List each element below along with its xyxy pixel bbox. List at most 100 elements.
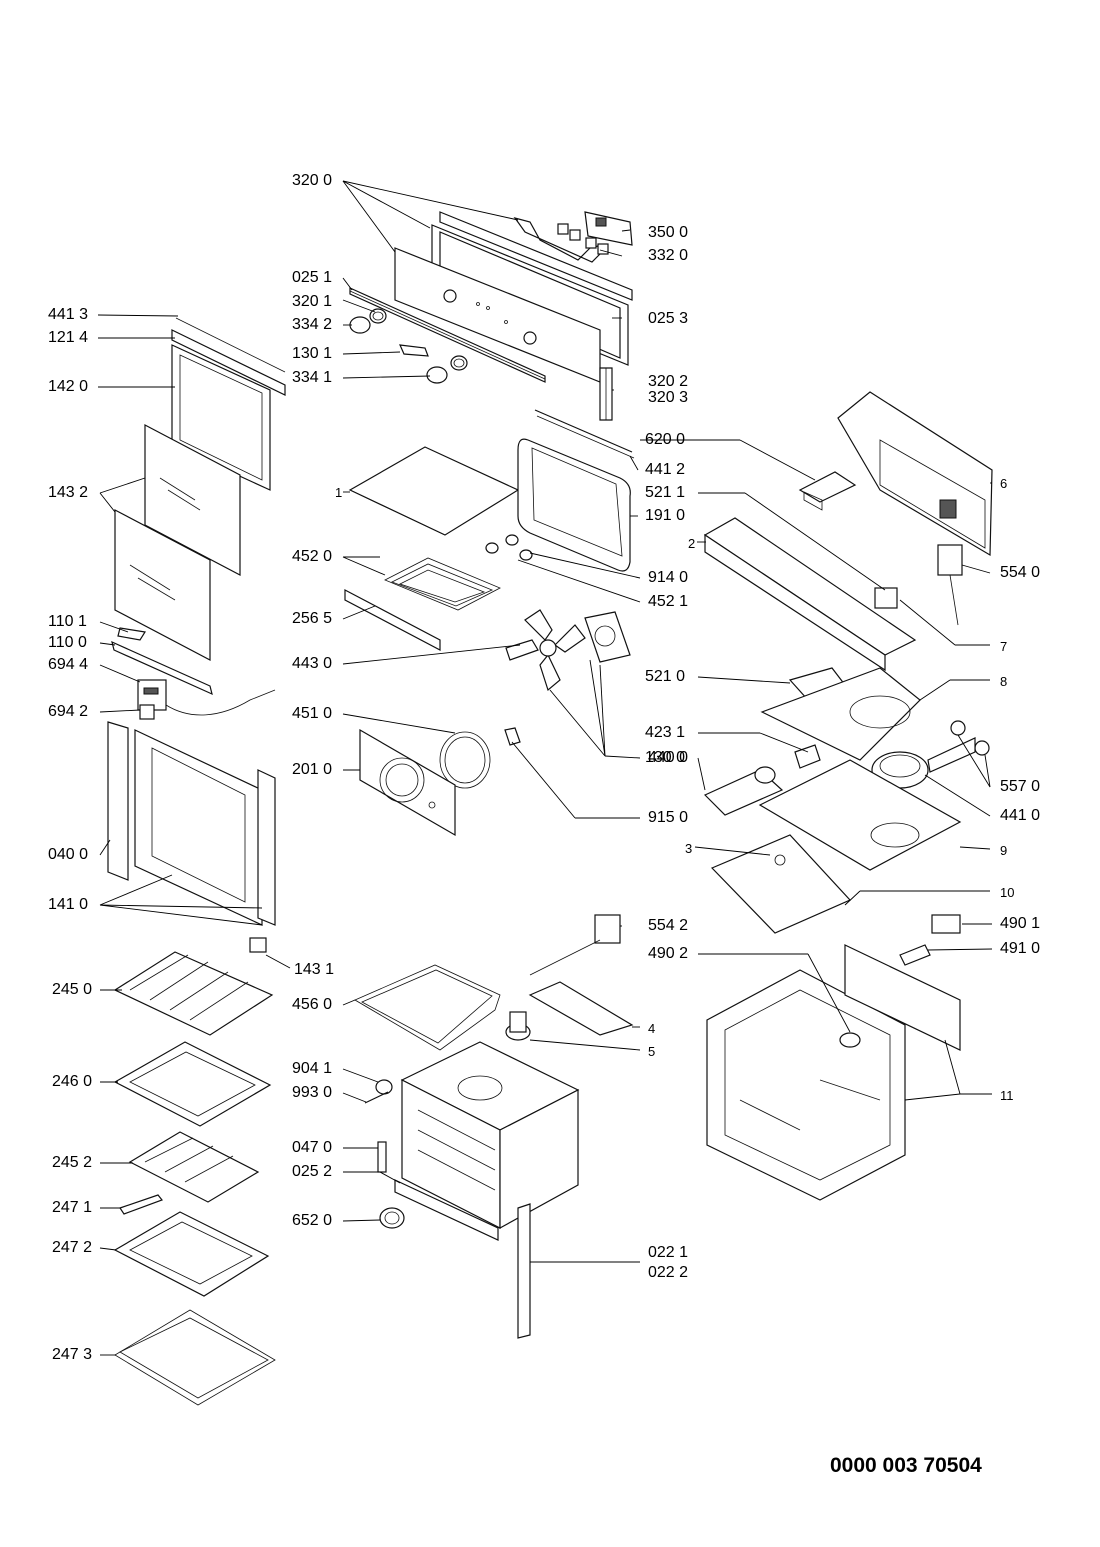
outer-casing-11 — [706, 944, 961, 1201]
callout-441-2: 441 2 — [645, 461, 686, 478]
callout-4: 4 — [648, 1021, 656, 1036]
deep-tray-247-2 — [113, 1211, 270, 1297]
callout-443-0: 443 0 — [292, 655, 333, 672]
panel-strip-0251 — [349, 287, 546, 383]
screw-993-0 — [364, 1091, 389, 1104]
callout-915-0: 915 0 — [648, 809, 689, 826]
callout-025-1: 025 1 — [292, 269, 333, 286]
hinge-143-1 — [249, 937, 267, 953]
rail-022 — [517, 1203, 531, 1339]
door-top-profile — [171, 317, 286, 396]
callout-490-2: 490 2 — [648, 945, 689, 962]
motor-521-1 — [874, 587, 898, 609]
callout-694-4: 694 4 — [48, 656, 89, 673]
callout-423-1: 423 1 — [645, 724, 686, 741]
callout-451-0: 451 0 — [292, 705, 333, 722]
callout-452-1: 452 1 — [648, 593, 689, 610]
fan-blade-443-0 — [505, 609, 586, 692]
shield-256-5 — [344, 589, 441, 651]
callout-246-0: 246 0 — [52, 1073, 93, 1090]
lamp-130-0 — [703, 766, 784, 816]
clip-694-2 — [139, 704, 155, 720]
knob-334-2 — [349, 308, 387, 334]
knob-904-1 — [375, 1079, 393, 1095]
lamp-socket-490-1 — [931, 914, 961, 934]
control-panel-front — [394, 247, 601, 383]
callout-040-0: 040 0 — [48, 846, 89, 863]
callout-3: 3 — [685, 841, 693, 856]
rear-panel-6 — [837, 391, 993, 557]
callout-247-2: 247 2 — [52, 1239, 93, 1256]
callout-143-1: 143 1 — [294, 961, 335, 978]
callout-121-4: 121 4 — [48, 329, 89, 346]
callout-130-0: 130 0 — [645, 749, 686, 766]
callout-022-1: 022 1 — [648, 1244, 689, 1261]
callout-334-2: 334 2 — [292, 316, 333, 333]
callout-110-1: 110 1 — [48, 613, 87, 630]
callout-256-5: 256 5 — [292, 610, 333, 627]
control-knobs-small — [557, 223, 609, 255]
callout-2: 2 — [688, 536, 696, 551]
callout-320-2: 320 2 — [648, 373, 689, 390]
callout-491-0: 491 0 — [1000, 940, 1041, 957]
callout-10: 10 — [1000, 885, 1015, 900]
terminal-491-0 — [899, 944, 931, 966]
wire-frame-247-3 — [114, 1309, 276, 1406]
vent-module-620-0 — [798, 471, 857, 511]
switch-423-1 — [794, 744, 821, 769]
door-inner-glass-143-2 — [114, 509, 211, 661]
callout-557-0: 557 0 — [1000, 778, 1041, 795]
callout-554-2: 554 2 — [648, 917, 689, 934]
callout-11: 11 — [1000, 1088, 1014, 1103]
callout-9: 9 — [1000, 843, 1008, 858]
door-middle-glass-143-2 — [144, 424, 241, 576]
callout-5: 5 — [648, 1044, 656, 1059]
callout-320-3: 320 3 — [648, 389, 689, 406]
door-hinge-plate-110 — [111, 627, 213, 696]
door-seal-191-0 — [517, 438, 631, 572]
motor-5 — [505, 1011, 531, 1041]
callout-350-0: 350 0 — [648, 224, 689, 241]
callout-332-0: 332 0 — [648, 247, 689, 264]
callout-141-0: 141 0 — [48, 896, 89, 913]
trim-320-2 — [599, 367, 613, 421]
document-number: 0000 003 70504 — [830, 1454, 982, 1477]
fan-element-451-0 — [439, 731, 491, 789]
callout-025-3: 025 3 — [648, 310, 689, 327]
callout-490-1: 490 1 — [1000, 915, 1041, 932]
wire-shelf-245-0 — [113, 951, 274, 1036]
callout-130-1: 130 1 — [292, 345, 333, 362]
thermostat-554-0 — [937, 544, 963, 626]
callout-652-0: 652 0 — [292, 1212, 333, 1229]
callout-993-0: 993 0 — [292, 1084, 333, 1101]
callout-8: 8 — [1000, 674, 1008, 689]
callout-334-1: 334 1 — [292, 369, 333, 386]
callout-694-2: 694 2 — [48, 703, 89, 720]
callout-320-1: 320 1 — [292, 293, 333, 310]
callout-245-2: 245 2 — [52, 1154, 93, 1171]
enamel-tray-246-0 — [113, 1041, 272, 1127]
switch-130-1 — [399, 344, 429, 357]
callout-247-1: 247 1 — [52, 1199, 93, 1216]
air-duct-2 — [703, 517, 917, 672]
callout-142-0: 142 0 — [48, 378, 89, 395]
nut-915-0 — [504, 727, 521, 746]
callout-143-2: 143 2 — [48, 484, 89, 501]
callout-201-0: 201 0 — [292, 761, 333, 778]
electronic-module-350 — [584, 211, 633, 246]
bottom-cover-10 — [710, 834, 852, 934]
cover-4 — [528, 981, 634, 1036]
callout-191-0: 191 0 — [645, 507, 686, 524]
thermostat-554-2 — [529, 914, 621, 976]
callout-247-3: 247 3 — [52, 1346, 93, 1363]
door-side-rail-right — [257, 769, 276, 926]
callout-440-0: 440 0 — [648, 749, 689, 766]
callout-441-0: 441 0 — [1000, 807, 1041, 824]
callout-110-0: 110 0 — [48, 634, 87, 651]
element-connector-914 — [485, 534, 533, 561]
callout-1: 1 — [335, 485, 343, 500]
callout-6: 6 — [1000, 476, 1008, 491]
oven-cavity — [400, 1041, 580, 1230]
callout-441-3: 441 3 — [48, 306, 89, 323]
callout-022-2: 022 2 — [648, 1264, 689, 1281]
